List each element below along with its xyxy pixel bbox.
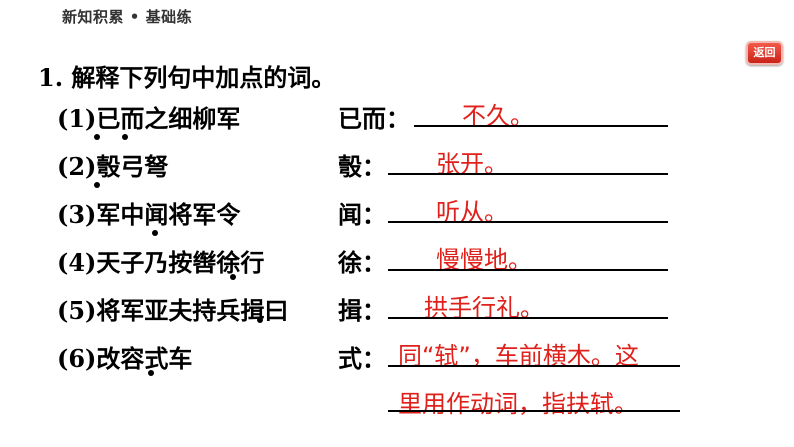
term-2: 彀： (338, 152, 386, 181)
answer-underline (388, 317, 668, 319)
sentence-2: (2)彀弓弩 (57, 152, 169, 181)
sentence-1: (1)已而之细柳军 (57, 104, 241, 133)
answer-6-line-2: 里用作动词，指扶轼。 (398, 390, 638, 418)
emphasis-dot (122, 134, 128, 140)
term-4: 徐： (338, 248, 386, 277)
sentence-6: (6)改容式车 (57, 344, 193, 373)
emphasis-dot (230, 274, 236, 280)
section-title: 新知积累 (62, 8, 125, 26)
term-3: 闻： (338, 200, 386, 229)
emphasis-dot (152, 230, 158, 236)
section-header: 新知积累 • 基础练 (62, 6, 192, 27)
sentence-4: (4)天子乃按辔徐行 (57, 248, 265, 277)
section-subtitle: 基础练 (145, 8, 193, 26)
question-title: 1. 解释下列句中加点的词。 (38, 63, 336, 92)
term-6: 式： (338, 344, 386, 373)
emphasis-dot (94, 134, 100, 140)
term-5: 揖： (338, 296, 386, 325)
sentence-5: (5)将军亚夫持兵揖曰 (57, 296, 289, 325)
answer-underline (388, 173, 668, 175)
emphasis-dot (257, 317, 263, 323)
answer-underline (388, 269, 668, 271)
emphasis-dot (94, 182, 100, 188)
answer-underline (388, 221, 668, 223)
term-1: 已而： (338, 104, 410, 133)
back-button[interactable]: 返回 (746, 41, 783, 65)
answer-underline (388, 365, 680, 367)
answer-underline (388, 410, 680, 412)
emphasis-dot (148, 370, 154, 376)
answer-underline (414, 125, 668, 127)
sentence-3: (3)军中闻将军令 (57, 200, 241, 229)
header-separator: • (129, 8, 140, 26)
